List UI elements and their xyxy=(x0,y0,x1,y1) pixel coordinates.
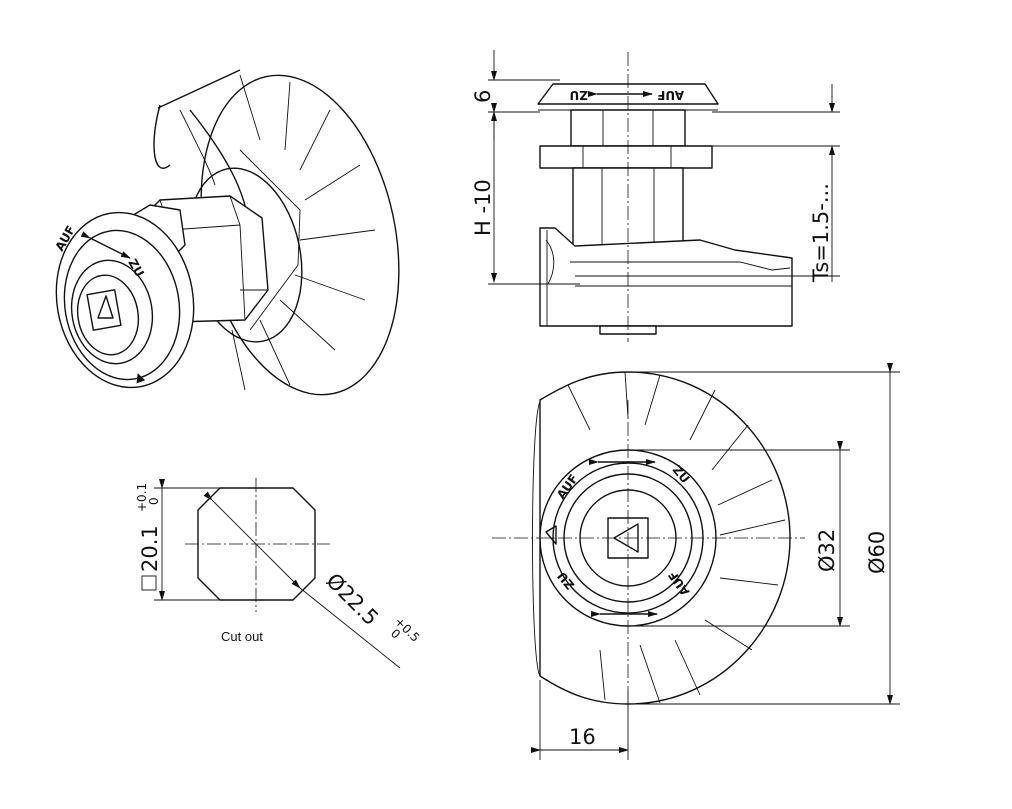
dim-offset: 16 xyxy=(569,725,596,749)
dim-inner-diameter: Ø32 xyxy=(815,529,839,572)
front-view: AUF ZU AUF ZU Ø32 Ø60 16 xyxy=(492,363,900,760)
side-closed-marking: ZU xyxy=(570,88,588,102)
dim-cutout-square-tol-lower: 0 xyxy=(147,497,161,505)
dim-panel-thickness: Ts=1.5-... xyxy=(809,183,833,283)
dim-cutout-square-tol-upper: +0.1 xyxy=(135,483,149,512)
dim-cutout-square: 20.1 xyxy=(138,525,162,572)
side-view: ZU AUF 6 H -10 Ts=1.5-... xyxy=(471,50,840,342)
dim-cutout-diameter: Ø22.5 xyxy=(321,569,383,631)
dim-cap-thickness: 6 xyxy=(471,90,495,103)
isometric-view: AUF ZU ▲ xyxy=(52,69,400,396)
dim-height: H -10 xyxy=(471,179,495,236)
cutout-caption: Cut out xyxy=(221,629,263,644)
dim-cutout-diameter-tol-lower: 0 xyxy=(388,626,403,641)
svg-text:AUF: AUF xyxy=(657,88,684,102)
cutout-view: Ø22.5 +0.5 0 20.1 +0.1 0 Cut out xyxy=(135,478,422,669)
dim-outer-diameter: Ø60 xyxy=(865,531,889,574)
